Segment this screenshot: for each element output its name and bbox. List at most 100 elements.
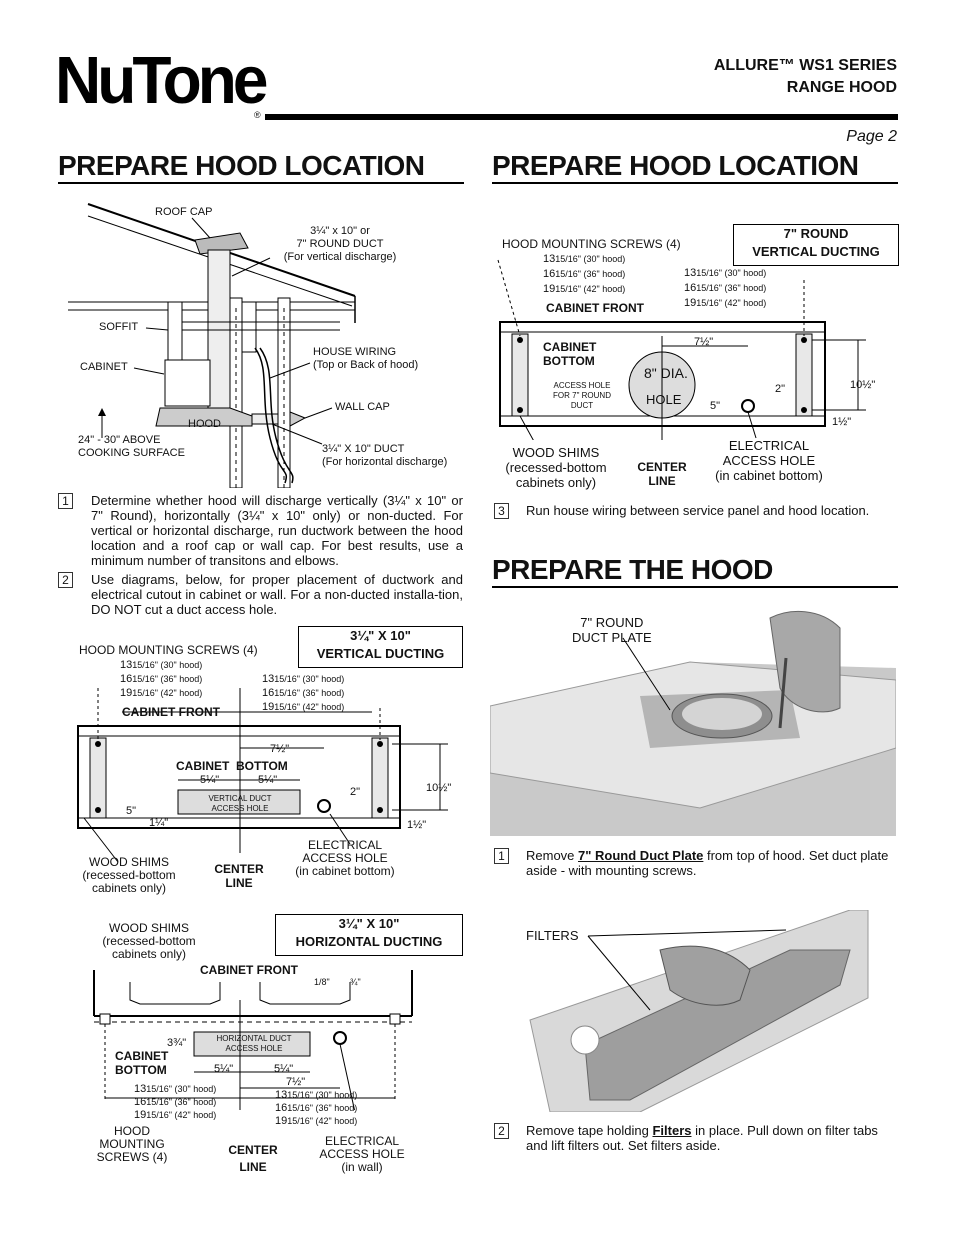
- vertical-five-quarter-right: 5¼": [258, 774, 278, 786]
- step-2-text: Use diagrams, below, for proper placemen…: [91, 572, 463, 617]
- dim-a2-whole: 13: [262, 673, 275, 685]
- hdim-c-frac: 15/16": [146, 1110, 172, 1120]
- round-shims-1: WOOD SHIMS: [512, 445, 600, 460]
- prepare-hood-title: PREPARE THE HOOD: [492, 554, 773, 585]
- round-elec-1: ELECTRICAL: [728, 438, 810, 453]
- round-shims-2: (recessed-bottom: [505, 460, 607, 475]
- cabinet-label: CABINET: [80, 361, 128, 373]
- duct-plate-photo: [490, 598, 896, 836]
- height-label-1: 24" - 30" ABOVE: [78, 434, 161, 446]
- nutone-logo: NuTone: [55, 42, 268, 118]
- rdim-c-whole: 19: [543, 283, 556, 295]
- house-wiring-label: HOUSE WIRING (Top or Back of hood): [313, 346, 418, 372]
- roof-cap-label: ROOF CAP: [155, 206, 213, 218]
- hdim-b-frac: 15/16": [146, 1097, 172, 1107]
- rdim-a-frac: 15/16": [555, 254, 581, 264]
- right-title-rule: [492, 182, 898, 184]
- vertical-five-quarter-left: 5¼": [200, 774, 220, 786]
- product-title: ALLURE™ WS1 SERIES RANGE HOOD: [714, 55, 897, 99]
- vertical-duct-label-1: 3¼" x 10" or: [310, 225, 370, 237]
- hdim-b2-note: (36" hood): [315, 1103, 358, 1113]
- round-elec-2: ACCESS HOLE: [722, 453, 816, 468]
- rdim-c-note: (42" hood): [583, 284, 626, 294]
- horizontal-ducting-diagram: [93, 970, 413, 1110]
- vertical-shims-2: (recessed-bottom: [82, 868, 176, 882]
- vertical-center-2: LINE: [225, 876, 253, 890]
- dim-b-frac: 15/16": [132, 674, 158, 684]
- round-cabinet-bottom-2: BOTTOM: [543, 354, 595, 368]
- horizontal-cabinet-bottom-1: CABINET: [115, 1049, 169, 1063]
- round-screws-label: HOOD MOUNTING SCREWS (4): [502, 237, 681, 251]
- round-two: 2": [775, 383, 786, 395]
- duct-plate-link: 7" Round Duct Plate: [578, 848, 704, 863]
- horizontal-cabinet-front: CABINET FRONT: [200, 963, 298, 977]
- round-center-2: LINE: [648, 474, 676, 488]
- horizontal-five-quarter-left: 5¼": [214, 1063, 234, 1075]
- hdim-c2-whole: 19: [275, 1115, 288, 1127]
- wall-cap-label: WALL CAP: [335, 401, 390, 413]
- horizontal-screws-label: HOOD MOUNTING SCREWS (4): [86, 1125, 178, 1164]
- hood-step-2-post: in place. Pull down on filter tabs and l…: [526, 1123, 878, 1153]
- dim-c2-note: (42" hood): [302, 702, 345, 712]
- hdim-c-note: (42" hood): [174, 1110, 217, 1120]
- horizontal-elec-1: ELECTRICAL: [324, 1134, 400, 1148]
- rdim-b2-note: (36" hood): [724, 283, 767, 293]
- rdim-b2-whole: 16: [684, 282, 697, 294]
- vertical-cabinet-front: CABINET FRONT: [122, 705, 220, 719]
- filters-link: Filters: [652, 1123, 692, 1138]
- left-section-title: PREPARE HOOD LOCATION: [58, 150, 425, 181]
- left-title-rule: [58, 182, 464, 184]
- vertical-seven-half: 7½": [270, 743, 290, 755]
- vertical-screws-label: HOOD MOUNTING SCREWS (4): [79, 643, 258, 657]
- horizontal-shims-label: WOOD SHIMS (recessed-bottom cabinets onl…: [94, 922, 204, 961]
- vertical-duct-hole-1: VERTICAL DUCT: [208, 794, 272, 803]
- horizontal-ducting-title: 3¼" X 10" HORIZONTAL DUCTING: [275, 914, 463, 956]
- prepare-hood-rule: [492, 586, 898, 588]
- round-ducting-title: 7" ROUND VERTICAL DUCTING: [733, 224, 899, 266]
- round-access-1: ACCESS HOLE: [553, 381, 611, 390]
- hdim-a-whole: 13: [134, 1083, 147, 1095]
- round-five: 5": [710, 400, 721, 412]
- horizontal-screws-2: MOUNTING: [99, 1137, 165, 1151]
- rdim-a-whole: 13: [543, 253, 556, 265]
- hdim-b2-frac: 15/16": [287, 1103, 313, 1113]
- page-number: Page 2: [846, 128, 897, 145]
- horizontal-elec-3: (in wall): [341, 1160, 383, 1174]
- horizontal-duct-hole-label: HORIZONTAL DUCT ACCESS HOLE: [196, 1034, 312, 1054]
- round-cabinet-bottom: CABINET BOTTOM: [543, 340, 596, 368]
- rdim-a2-whole: 13: [684, 267, 697, 279]
- vertical-duct-hole-label: VERTICAL DUCT ACCESS HOLE: [180, 794, 300, 814]
- filters-photo: [490, 910, 896, 1112]
- round-center-line: CENTER LINE: [630, 460, 694, 488]
- hdim-c2-frac: 15/16": [287, 1116, 313, 1126]
- round-hole: HOLE: [646, 392, 682, 407]
- round-access-label: ACCESS HOLE FOR 7" ROUND DUCT: [544, 381, 620, 411]
- vertical-elec-2: ACCESS HOLE: [302, 851, 388, 865]
- vertical-cabinet-bottom: CABINET BOTTOM: [176, 759, 288, 773]
- registered-mark: ®: [254, 110, 261, 120]
- dim-a2-frac: 15/16": [274, 674, 300, 684]
- hood-step-1-pre: Remove: [526, 848, 579, 863]
- vertical-dims-left: 1315/16" (30" hood) 1615/16" (36" hood) …: [120, 658, 202, 700]
- round-diameter: 8" DIA.: [644, 365, 688, 381]
- hood-step-1-text: Remove 7" Round Duct Plate from top of h…: [526, 848, 898, 878]
- vertical-dims-right: 1315/16" (30" hood) 1615/16" (36" hood) …: [262, 672, 344, 714]
- rdim-c2-frac: 15/16": [696, 298, 722, 308]
- vertical-cabinet-bottom-1: CABINET: [176, 759, 230, 773]
- round-dims-left: 1315/16" (30" hood) 1615/16" (36" hood) …: [543, 252, 625, 297]
- horizontal-shims-3: cabinets only): [111, 947, 187, 961]
- round-shims-label: WOOD SHIMS (recessed-bottom cabinets onl…: [500, 445, 612, 490]
- step-1-text: Determine whether hood will discharge ve…: [91, 493, 463, 568]
- horizontal-center-2: LINE: [239, 1160, 267, 1174]
- vertical-ducting-title-2: VERTICAL DUCTING: [316, 646, 445, 661]
- vertical-duct-label-2: 7" ROUND DUCT: [296, 238, 384, 250]
- hdim-b2-whole: 16: [275, 1102, 288, 1114]
- soffit-label: SOFFIT: [99, 321, 139, 333]
- hood-label: HOOD: [188, 418, 221, 430]
- horizontal-duct-label: 3¼" X 10" DUCT (For horizontal discharge…: [322, 443, 447, 469]
- dim-a-whole: 13: [120, 659, 133, 671]
- horizontal-cabinet-bottom: CABINET BOTTOM: [115, 1049, 168, 1077]
- horizontal-center-1: CENTER: [228, 1143, 278, 1157]
- rdim-c2-note: (42" hood): [724, 298, 767, 308]
- vertical-duct-label-3: (For vertical discharge): [283, 251, 397, 263]
